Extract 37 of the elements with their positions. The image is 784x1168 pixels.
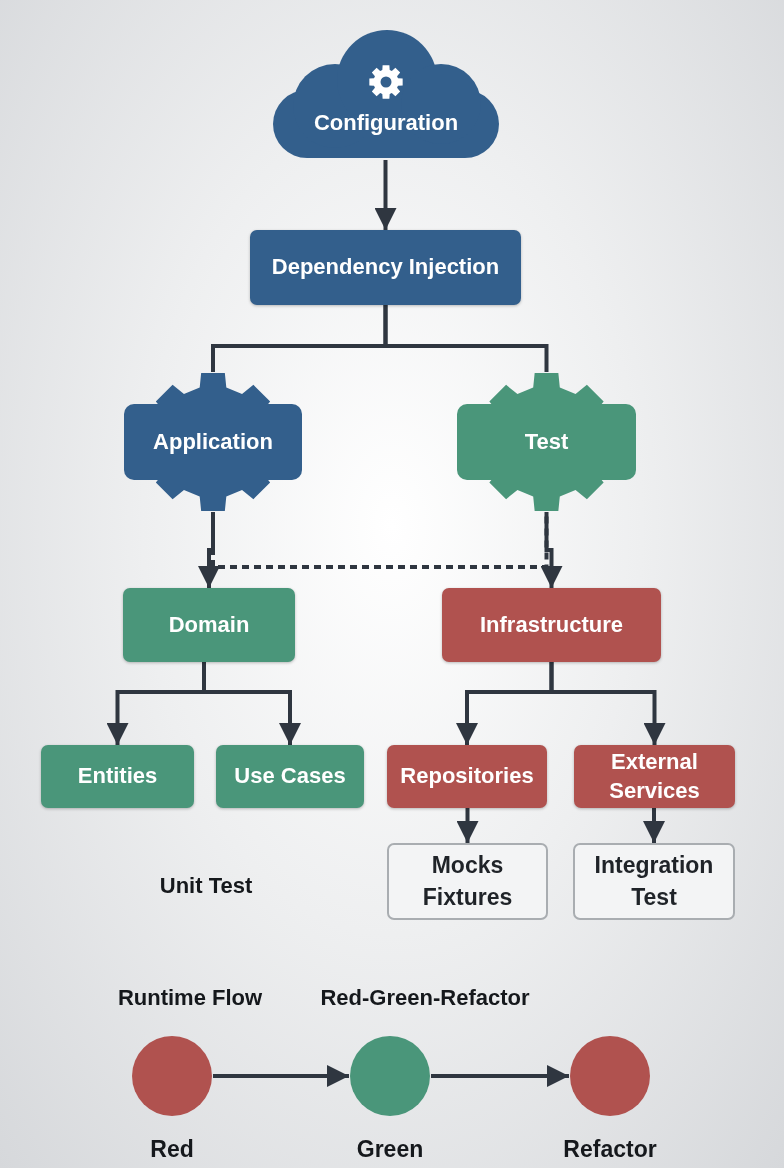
arrow bbox=[540, 512, 563, 588]
connector-line bbox=[383, 305, 549, 372]
node-label: Application bbox=[152, 428, 274, 456]
node-label: Integration Test bbox=[593, 851, 715, 912]
arrow bbox=[198, 512, 220, 588]
process-box bbox=[123, 588, 295, 662]
process-box bbox=[41, 745, 194, 808]
arrow bbox=[213, 1065, 349, 1087]
circle-label: Green bbox=[356, 1135, 424, 1165]
circle-label: Refactor bbox=[563, 1135, 657, 1165]
node-label: Dependency Injection bbox=[270, 253, 501, 282]
arrow bbox=[431, 1065, 569, 1087]
process-box bbox=[216, 745, 364, 808]
output-box bbox=[573, 843, 735, 920]
node-label: Infrastructure bbox=[478, 610, 624, 639]
arrow bbox=[456, 808, 479, 843]
output-box bbox=[387, 843, 548, 920]
process-box bbox=[387, 745, 547, 808]
process-box bbox=[250, 230, 521, 305]
node-label: Configuration bbox=[312, 109, 460, 137]
node-label: Repositories bbox=[399, 762, 535, 791]
annotation-text: Unit Test bbox=[159, 873, 253, 899]
arrow bbox=[549, 662, 666, 745]
node-label: Test bbox=[523, 428, 570, 456]
arrow bbox=[202, 662, 301, 745]
circle-label: Red bbox=[150, 1135, 194, 1165]
node-label: Entities bbox=[76, 762, 159, 791]
node-label: Use Cases bbox=[233, 762, 347, 791]
arrow bbox=[643, 808, 665, 843]
process-box bbox=[442, 588, 661, 662]
annotation-text: Runtime Flow bbox=[117, 985, 263, 1011]
node-label: External Services bbox=[608, 747, 701, 805]
process-box bbox=[574, 745, 735, 808]
node-label: Mocks Fixtures bbox=[421, 851, 514, 912]
annotation-text: Red-Green-Refactor bbox=[320, 985, 530, 1011]
node-label: Domain bbox=[167, 610, 251, 639]
arrow bbox=[374, 160, 397, 230]
